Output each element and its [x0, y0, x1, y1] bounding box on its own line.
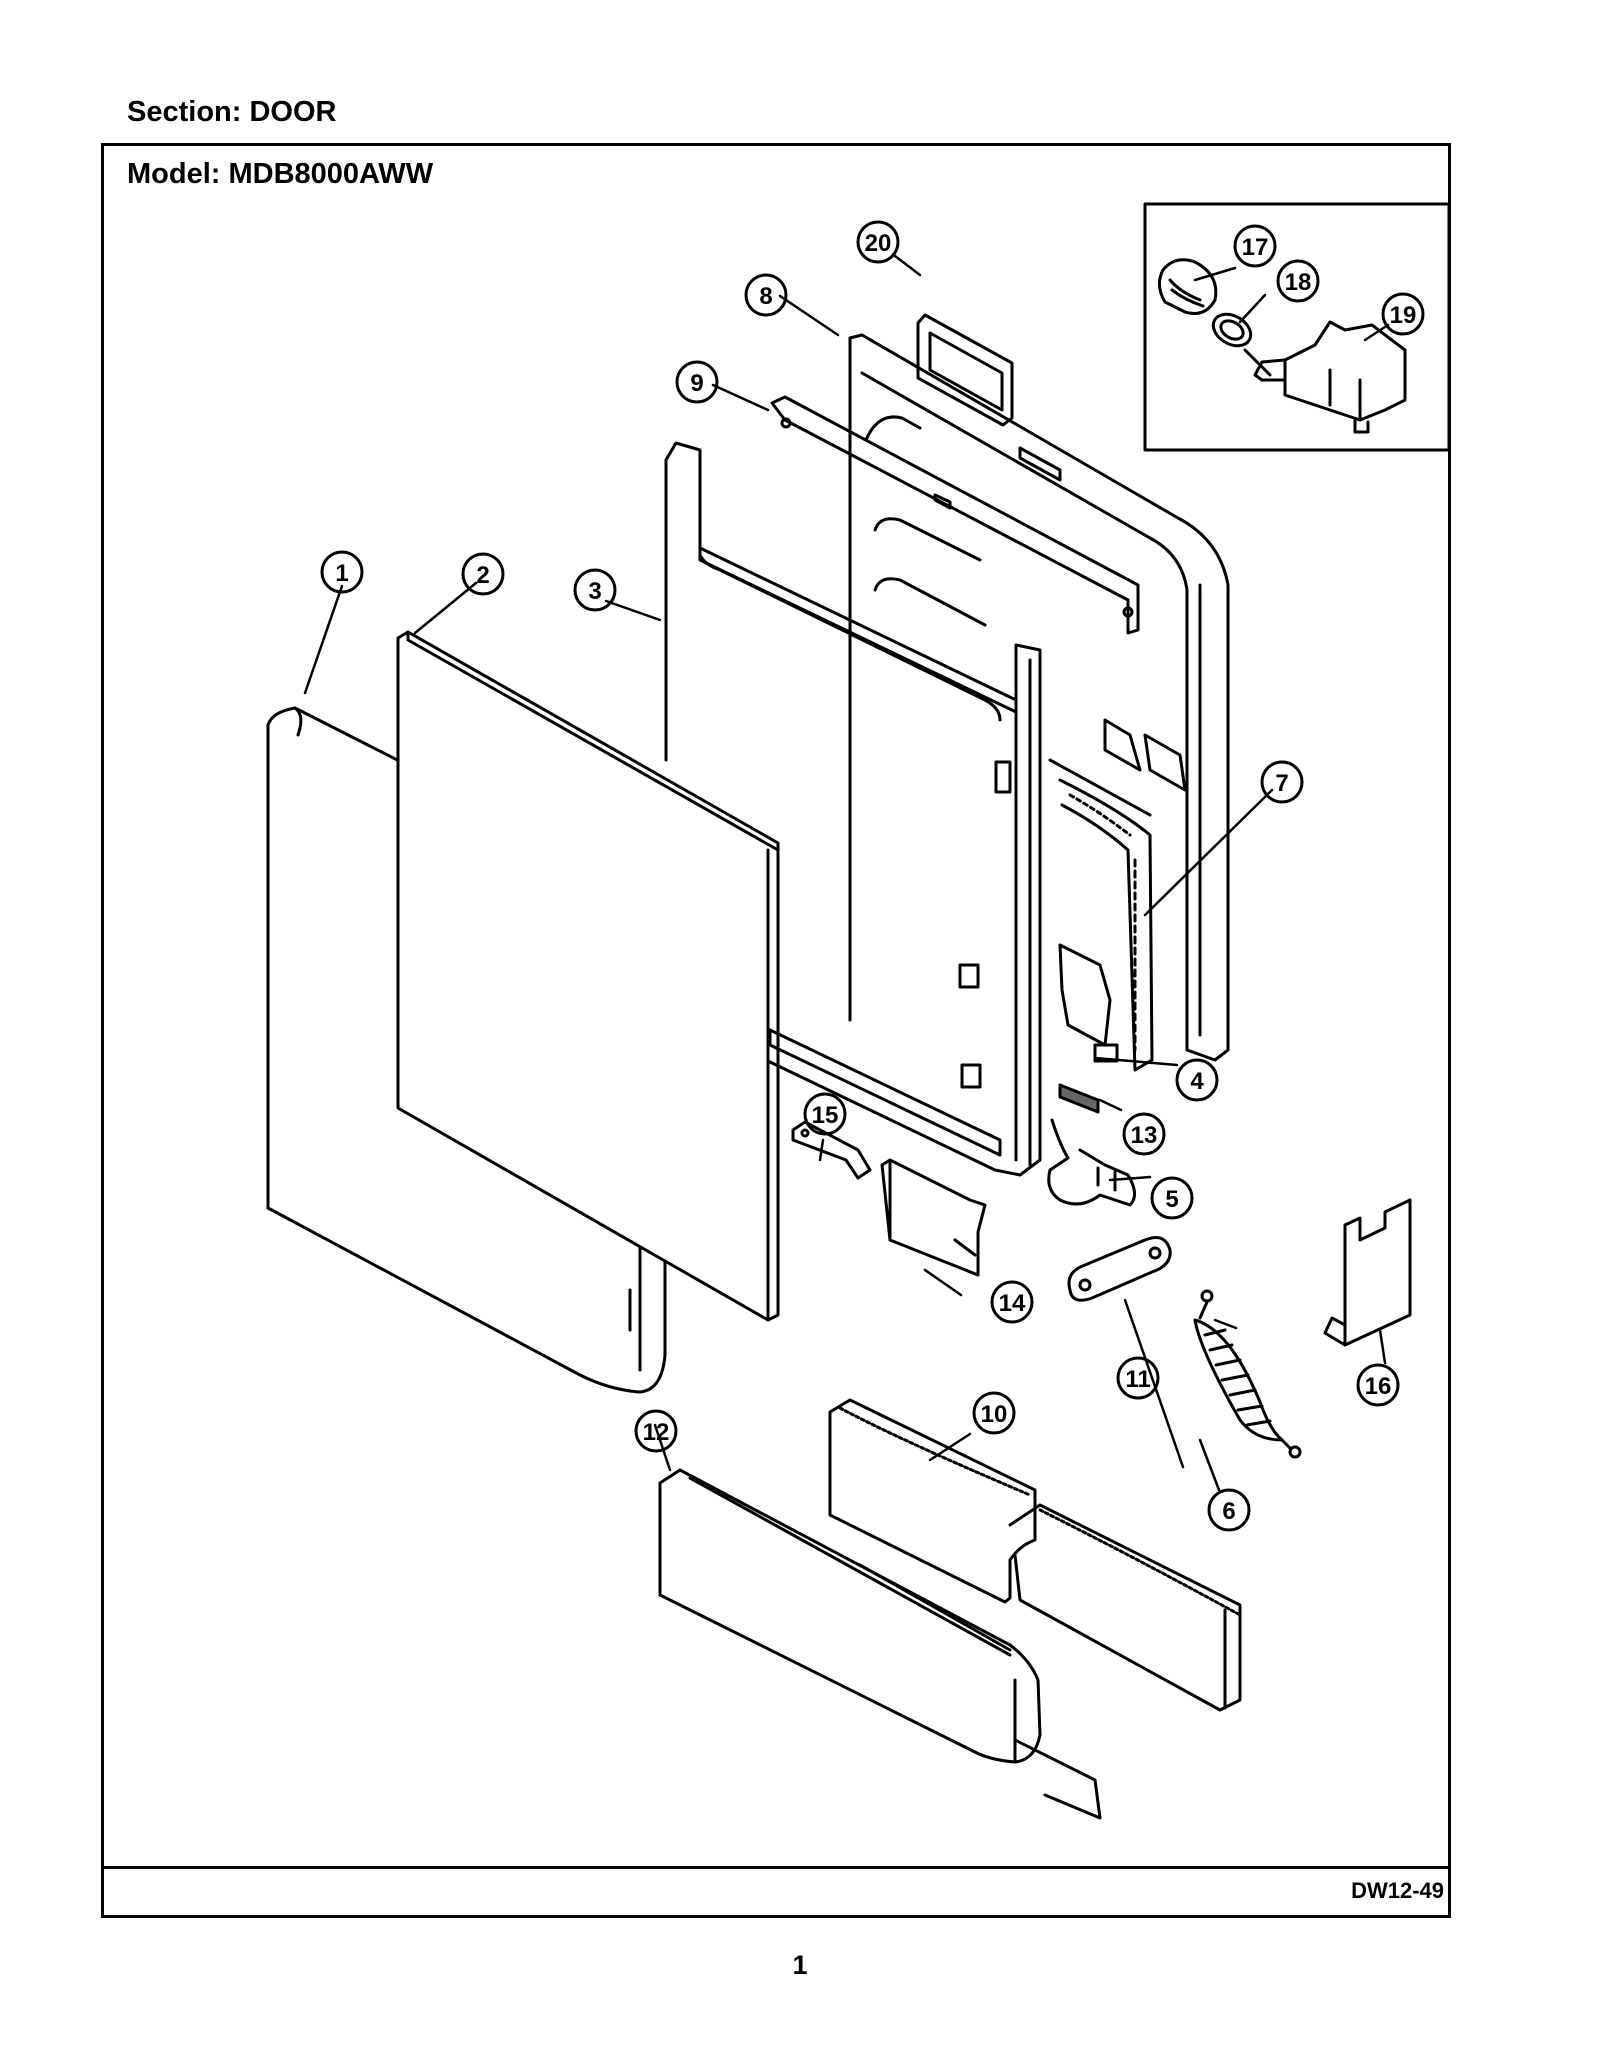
- callout-label: 5: [1165, 1186, 1178, 1213]
- callout-label: 20: [865, 230, 892, 257]
- callout-4: 4: [1175, 1058, 1219, 1102]
- part-insulation: [828, 1398, 1242, 1712]
- callout-label: 12: [643, 1419, 670, 1446]
- callout-label: 15: [812, 1102, 839, 1129]
- callout-13: 13: [1122, 1112, 1166, 1156]
- model-title: Model: MDB8000AWW: [127, 158, 434, 190]
- part-control-panel: [658, 1468, 1102, 1820]
- part-detergent-cup-knob: [1158, 258, 1218, 315]
- part-inner-panel: [396, 630, 780, 1322]
- callout-label: 14: [999, 1290, 1026, 1317]
- diagram-frame: [101, 143, 1451, 1918]
- part-link: [1067, 1236, 1172, 1302]
- callout-label: 7: [1275, 770, 1288, 797]
- callout-9: 9: [675, 360, 719, 404]
- callout-label: 13: [1131, 1122, 1158, 1149]
- callout-1: 1: [320, 550, 364, 594]
- callout-label: 3: [588, 578, 601, 605]
- part-dispenser-switch: [1243, 320, 1407, 434]
- part-seal-ring: [1211, 312, 1253, 348]
- callout-label: 10: [981, 1401, 1008, 1428]
- callout-5: 5: [1150, 1176, 1194, 1220]
- callout-19: 19: [1381, 292, 1425, 336]
- diagram-code: DW12-49: [1351, 1878, 1444, 1903]
- callout-label: 16: [1365, 1373, 1392, 1400]
- callout-20: 20: [856, 220, 900, 264]
- part-door-gasket: [1058, 778, 1154, 1072]
- callout-15: 15: [803, 1092, 847, 1136]
- part-plate: [880, 1158, 987, 1277]
- callout-14: 14: [990, 1280, 1034, 1324]
- leader-lines: [303, 254, 1390, 1492]
- callout-label: 6: [1222, 1498, 1235, 1525]
- part-top-bracket: [770, 395, 1140, 635]
- page-number: 1: [792, 1950, 808, 1980]
- callout-label: 1: [335, 560, 348, 587]
- callout-label: 9: [690, 370, 703, 397]
- callout-18: 18: [1276, 259, 1320, 303]
- callout-7: 7: [1260, 760, 1304, 804]
- callout-12: 12: [634, 1409, 678, 1453]
- callout-11: 11: [1116, 1356, 1160, 1400]
- callout-label: 2: [476, 562, 489, 589]
- callout-label: 19: [1390, 302, 1417, 329]
- callout-10: 10: [972, 1391, 1016, 1435]
- part-spring: [1193, 1289, 1302, 1459]
- callout-label: 11: [1125, 1366, 1150, 1393]
- callout-label: 8: [759, 283, 772, 310]
- callout-8: 8: [744, 273, 788, 317]
- callout-label: 4: [1190, 1068, 1204, 1095]
- footer-divider: [101, 1866, 1451, 1869]
- section-title: Section: DOOR: [127, 96, 337, 128]
- inset-box: [1143, 202, 1451, 452]
- part-rinse-aid-window: [916, 313, 1014, 427]
- callout-3: 3: [573, 568, 617, 612]
- part-corner-bracket: [1323, 1198, 1412, 1347]
- callout-label: 17: [1242, 234, 1269, 261]
- callout-label: 18: [1285, 269, 1312, 296]
- part-door-frame: [848, 333, 1230, 1062]
- part-door-liner: [664, 441, 1042, 1177]
- part-small-bracket: [791, 1120, 872, 1180]
- part-hinge: [1047, 1118, 1136, 1207]
- callout-6: 6: [1207, 1488, 1251, 1532]
- callout-17: 17: [1233, 224, 1277, 268]
- callout-2: 2: [461, 552, 505, 596]
- callout-16: 16: [1356, 1363, 1400, 1407]
- part-latch-assembly: [1058, 943, 1119, 1114]
